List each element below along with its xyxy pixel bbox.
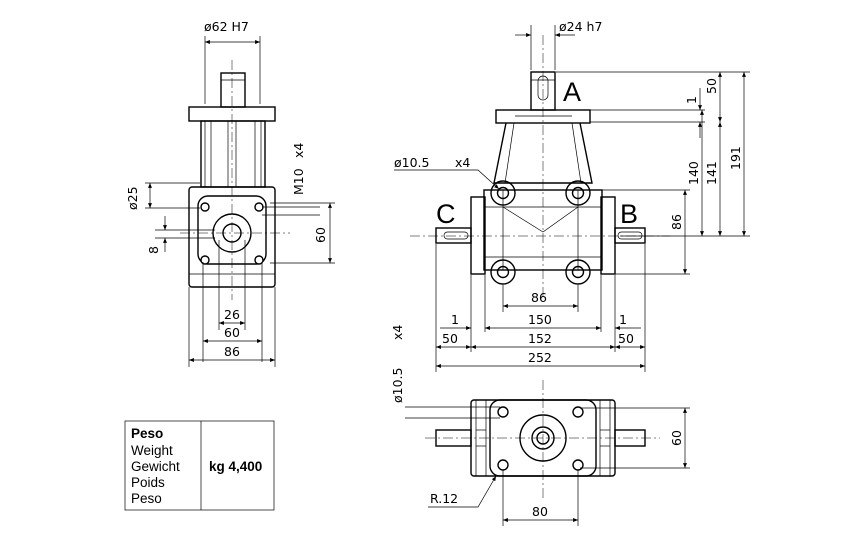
bottom-view: ø10.5 x4 60 R.12 80 [390, 325, 690, 526]
bottom-radius-label: R.12 [430, 491, 458, 506]
side-d26-label: 26 [224, 307, 240, 322]
bottom-hole-dia-label: ø10.5 [390, 368, 405, 403]
side-keyway-label: 8 [146, 246, 161, 254]
front-d86-v-label: 86 [669, 214, 684, 230]
side-height-60-label: 60 [313, 227, 328, 243]
side-d86-label: 86 [224, 344, 240, 359]
bottom-hole-qty-label: x4 [390, 325, 405, 340]
front-d1-top-label: 1 [684, 96, 699, 104]
shaft-b-label: B [620, 199, 638, 229]
front-d50-left-label: 50 [442, 331, 458, 346]
front-d50-right-label: 50 [618, 331, 634, 346]
front-d141-label: 141 [704, 161, 719, 185]
bottom-d80-label: 80 [532, 504, 548, 519]
weight-label-en: Weight [131, 443, 173, 458]
front-shaft-fit-label: ø24 h7 [559, 19, 602, 34]
front-d150-label: 150 [528, 312, 552, 327]
weight-label-fr: Poids [131, 475, 165, 490]
side-thread-label: M10 [291, 168, 306, 195]
front-d140-label: 140 [686, 161, 701, 185]
weight-label-it: Peso [131, 426, 163, 441]
weight-label-es: Peso [131, 491, 162, 506]
front-view: A B C ø24 h7 ø10.5 x4 1 50 140 141 191 8… [394, 19, 750, 372]
shaft-c-label: C [436, 199, 456, 229]
front-d50-top-label: 50 [704, 78, 719, 94]
bottom-d60-label: 60 [669, 430, 684, 446]
front-d191-label: 191 [728, 146, 743, 170]
front-d252-label: 252 [528, 350, 552, 365]
front-hole-dia-label: ø10.5 [394, 155, 429, 170]
side-view: ø62 H7 ø25 M10 x4 60 8 26 60 86 [125, 19, 335, 367]
front-d1-left-label: 1 [451, 312, 459, 327]
front-d86-h-label: 86 [531, 290, 547, 305]
front-d1-right-label: 1 [619, 312, 627, 327]
side-d60-label: 60 [224, 325, 240, 340]
side-hub-dia-label: ø25 [125, 186, 140, 210]
weight-label-de: Gewicht [131, 459, 180, 474]
front-hole-qty-label: x4 [455, 155, 470, 170]
shaft-a-label: A [563, 77, 581, 107]
side-thread-qty-label: x4 [291, 143, 306, 158]
side-shaft-fit-label: ø62 H7 [204, 19, 249, 34]
weight-table: Peso Weight Gewicht Poids Peso kg 4,400 [124, 420, 275, 511]
front-d152-label: 152 [528, 331, 552, 346]
weight-value: kg 4,400 [209, 459, 262, 474]
